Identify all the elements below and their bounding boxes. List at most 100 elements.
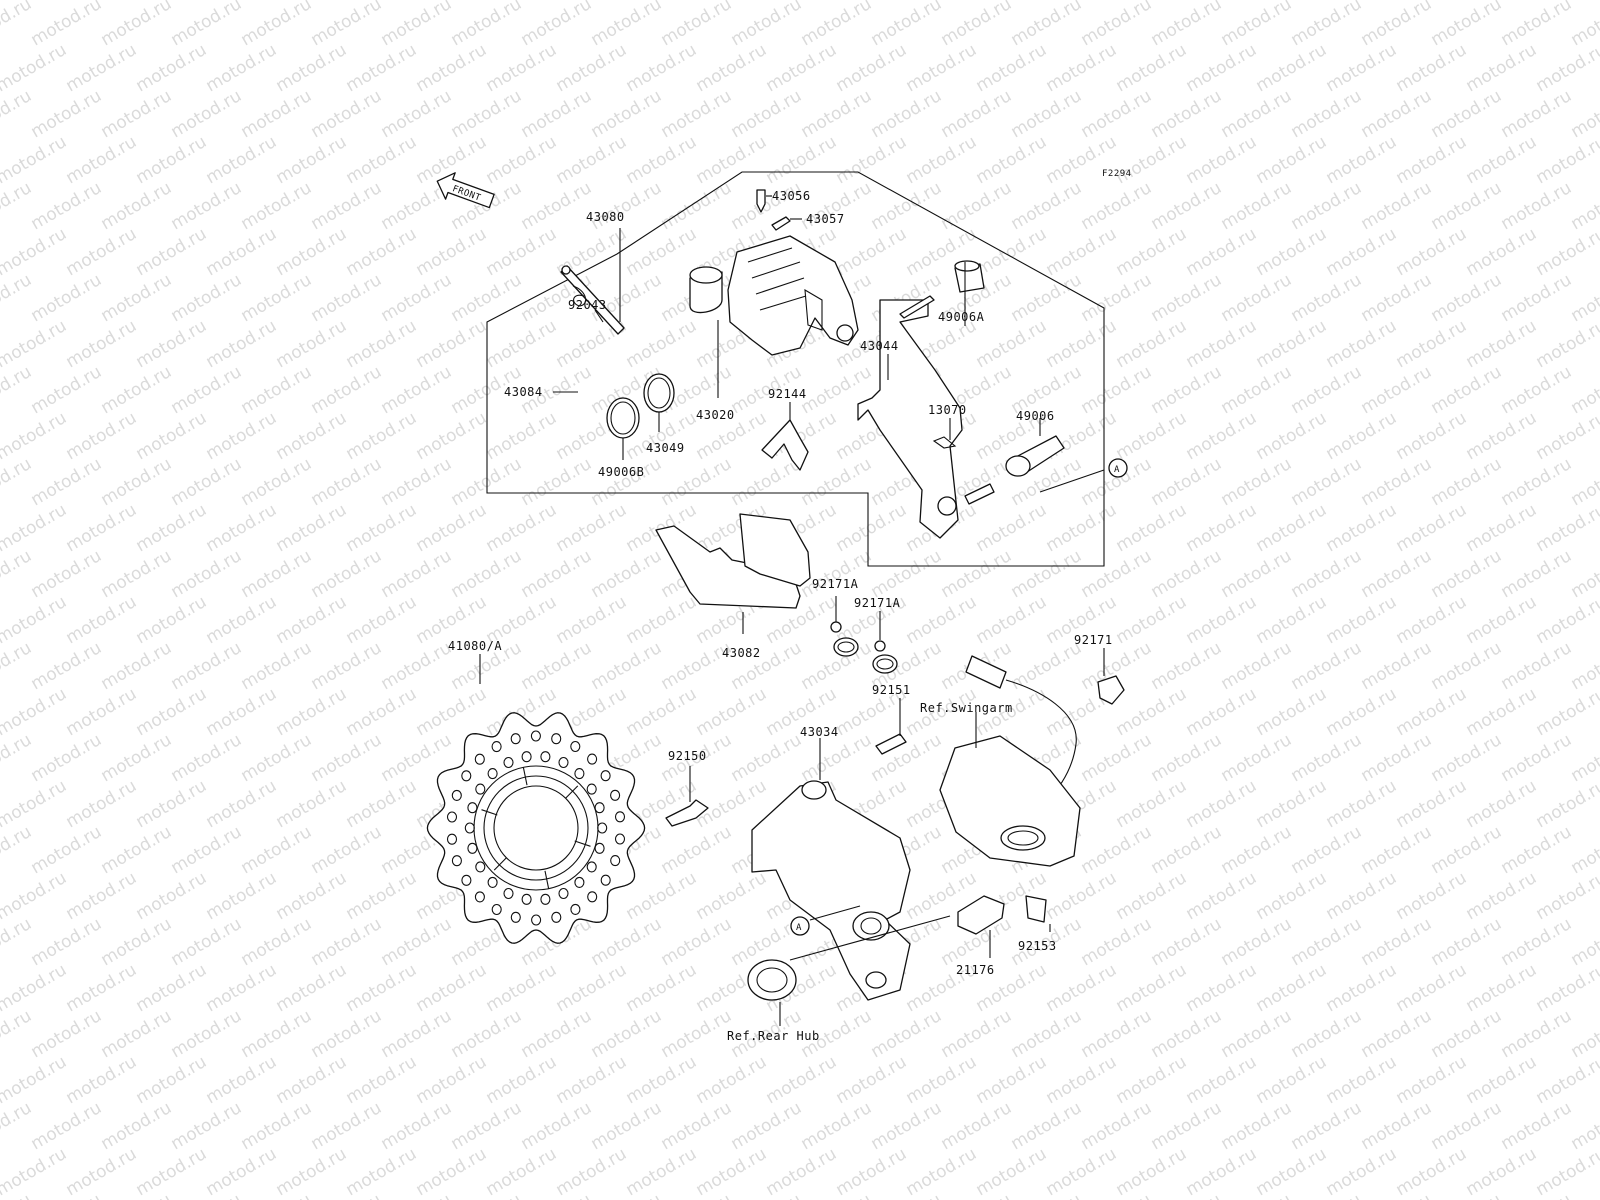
watermark-text: motod.ru (1323, 40, 1401, 96)
watermark-text: motod.ru (133, 0, 211, 4)
watermark-text: motod.ru (1078, 1098, 1156, 1154)
bolt-92150-part (665, 799, 709, 827)
watermark-text: motod.ru (903, 0, 981, 4)
watermark-text: motod.ru (238, 1098, 316, 1154)
disc-hole (475, 783, 486, 795)
watermark-text: motod.ru (308, 86, 386, 142)
watermark-text: motod.ru (693, 40, 771, 96)
watermark-text: motod.ru (273, 684, 351, 740)
watermark-text: motod.ru (203, 316, 281, 372)
watermark-text: motod.ru (588, 1006, 666, 1062)
watermark-text: motod.ru (518, 546, 596, 602)
disc-hole (570, 903, 581, 915)
watermark-text: motod.ru (1463, 592, 1541, 648)
watermark-text: motod.ru (1253, 776, 1331, 832)
watermark-text: motod.ru (553, 40, 631, 96)
watermark-text: motod.ru (1218, 730, 1296, 786)
watermark-text: motod.ru (28, 0, 106, 50)
watermark-text: motod.ru (98, 822, 176, 878)
watermark-text: motod.ru (1148, 546, 1226, 602)
watermark-text: motod.ru (553, 1144, 631, 1200)
watermark-text: motod.ru (308, 454, 386, 510)
watermark-text: motod.ru (1078, 822, 1156, 878)
watermark-text: motod.ru (238, 270, 316, 326)
watermark-text: motod.ru (343, 1052, 421, 1108)
disc-spoke (522, 767, 528, 786)
watermark-text: motod.ru (98, 1006, 176, 1062)
disc-spoke (493, 857, 507, 871)
callout-a-upper: A (1108, 458, 1128, 478)
watermark-text: motod.ru (1323, 408, 1401, 464)
watermark-text: motod.ru (1358, 638, 1436, 694)
watermark-text: motod.ru (343, 408, 421, 464)
caliper-mount-bracket-part (751, 780, 911, 1001)
disc-hole (467, 802, 478, 814)
watermark-text: motod.ru (588, 1098, 666, 1154)
watermark-text: motod.ru (938, 0, 1016, 50)
watermark-text: motod.ru (1113, 960, 1191, 1016)
watermark-text: motod.ru (1428, 0, 1506, 50)
watermark-text: motod.ru (1183, 960, 1261, 1016)
watermark-text: motod.ru (1183, 224, 1261, 280)
watermark-text: motod.ru (273, 40, 351, 96)
watermark-text: motod.ru (273, 316, 351, 372)
disc-hole (531, 914, 542, 926)
disc-hole (487, 768, 498, 780)
watermark-text: motod.ru (308, 1006, 386, 1062)
watermark-text: motod.ru (518, 454, 596, 510)
watermark-text: motod.ru (938, 178, 1016, 234)
watermark-text: motod.ru (1148, 270, 1226, 326)
watermark-text: motod.ru (1113, 500, 1191, 556)
watermark-text: motod.ru (1113, 592, 1191, 648)
part-labels: 43056 43057 43080 92043 49006A 43044 430… (448, 189, 1112, 1043)
watermark-text: motod.ru (1218, 86, 1296, 142)
watermark-text: motod.ru (273, 1052, 351, 1108)
watermark-text: motod.ru (133, 592, 211, 648)
watermark-text: motod.ru (1428, 822, 1506, 878)
watermark-text: motod.ru (1148, 1098, 1226, 1154)
watermark-text: motod.ru (448, 270, 526, 326)
watermark-text: motod.ru (798, 0, 876, 50)
watermark-text: motod.ru (1008, 0, 1086, 50)
disc-hole (587, 753, 598, 765)
watermark-text: motod.ru (1533, 592, 1600, 648)
disc-hole (446, 811, 458, 823)
watermark-text: motod.ru (1078, 0, 1156, 50)
watermark-text: motod.ru (1463, 132, 1541, 188)
watermark-text: motod.ru (623, 132, 701, 188)
watermark-text: motod.ru (693, 684, 771, 740)
watermark-text: motod.ru (1008, 1098, 1086, 1154)
watermark-text: motod.ru (518, 638, 596, 694)
watermark-text: motod.ru (1148, 454, 1226, 510)
watermark-text: motod.ru (203, 684, 281, 740)
watermark-text: motod.ru (0, 684, 70, 740)
watermark-text: motod.ru (308, 730, 386, 786)
watermark-text: motod.ru (28, 270, 106, 326)
watermark-text: motod.ru (868, 86, 946, 142)
watermark-text: motod.ru (98, 638, 176, 694)
watermark-text: motod.ru (63, 40, 141, 96)
watermark-text: motod.ru (1323, 592, 1401, 648)
label-92171A-1: 92171A (812, 577, 859, 591)
watermark-text: motod.ru (1218, 454, 1296, 510)
watermark-text: motod.ru (1113, 776, 1191, 832)
watermark-text: motod.ru (133, 684, 211, 740)
disc-hole (610, 855, 621, 867)
watermark-text: motod.ru (483, 1052, 561, 1108)
watermark-text: motod.ru (763, 1144, 841, 1200)
bolt-92153-part (1025, 895, 1047, 923)
watermark-text: motod.ru (1218, 362, 1296, 418)
watermark-text: motod.ru (0, 316, 70, 372)
watermark-text: motod.ru (693, 132, 771, 188)
watermark-text: motod.ru (63, 0, 141, 4)
watermark-text: motod.ru (1323, 868, 1401, 924)
watermark-text: motod.ru (1078, 914, 1156, 970)
watermark-text: motod.ru (98, 914, 176, 970)
watermark-text: motod.ru (693, 0, 771, 4)
watermark-text: motod.ru (98, 86, 176, 142)
disc-hole (570, 740, 581, 753)
watermark-text: motod.ru (728, 730, 806, 786)
watermark-text: motod.ru (1288, 638, 1366, 694)
watermark-text: motod.ru (553, 592, 631, 648)
